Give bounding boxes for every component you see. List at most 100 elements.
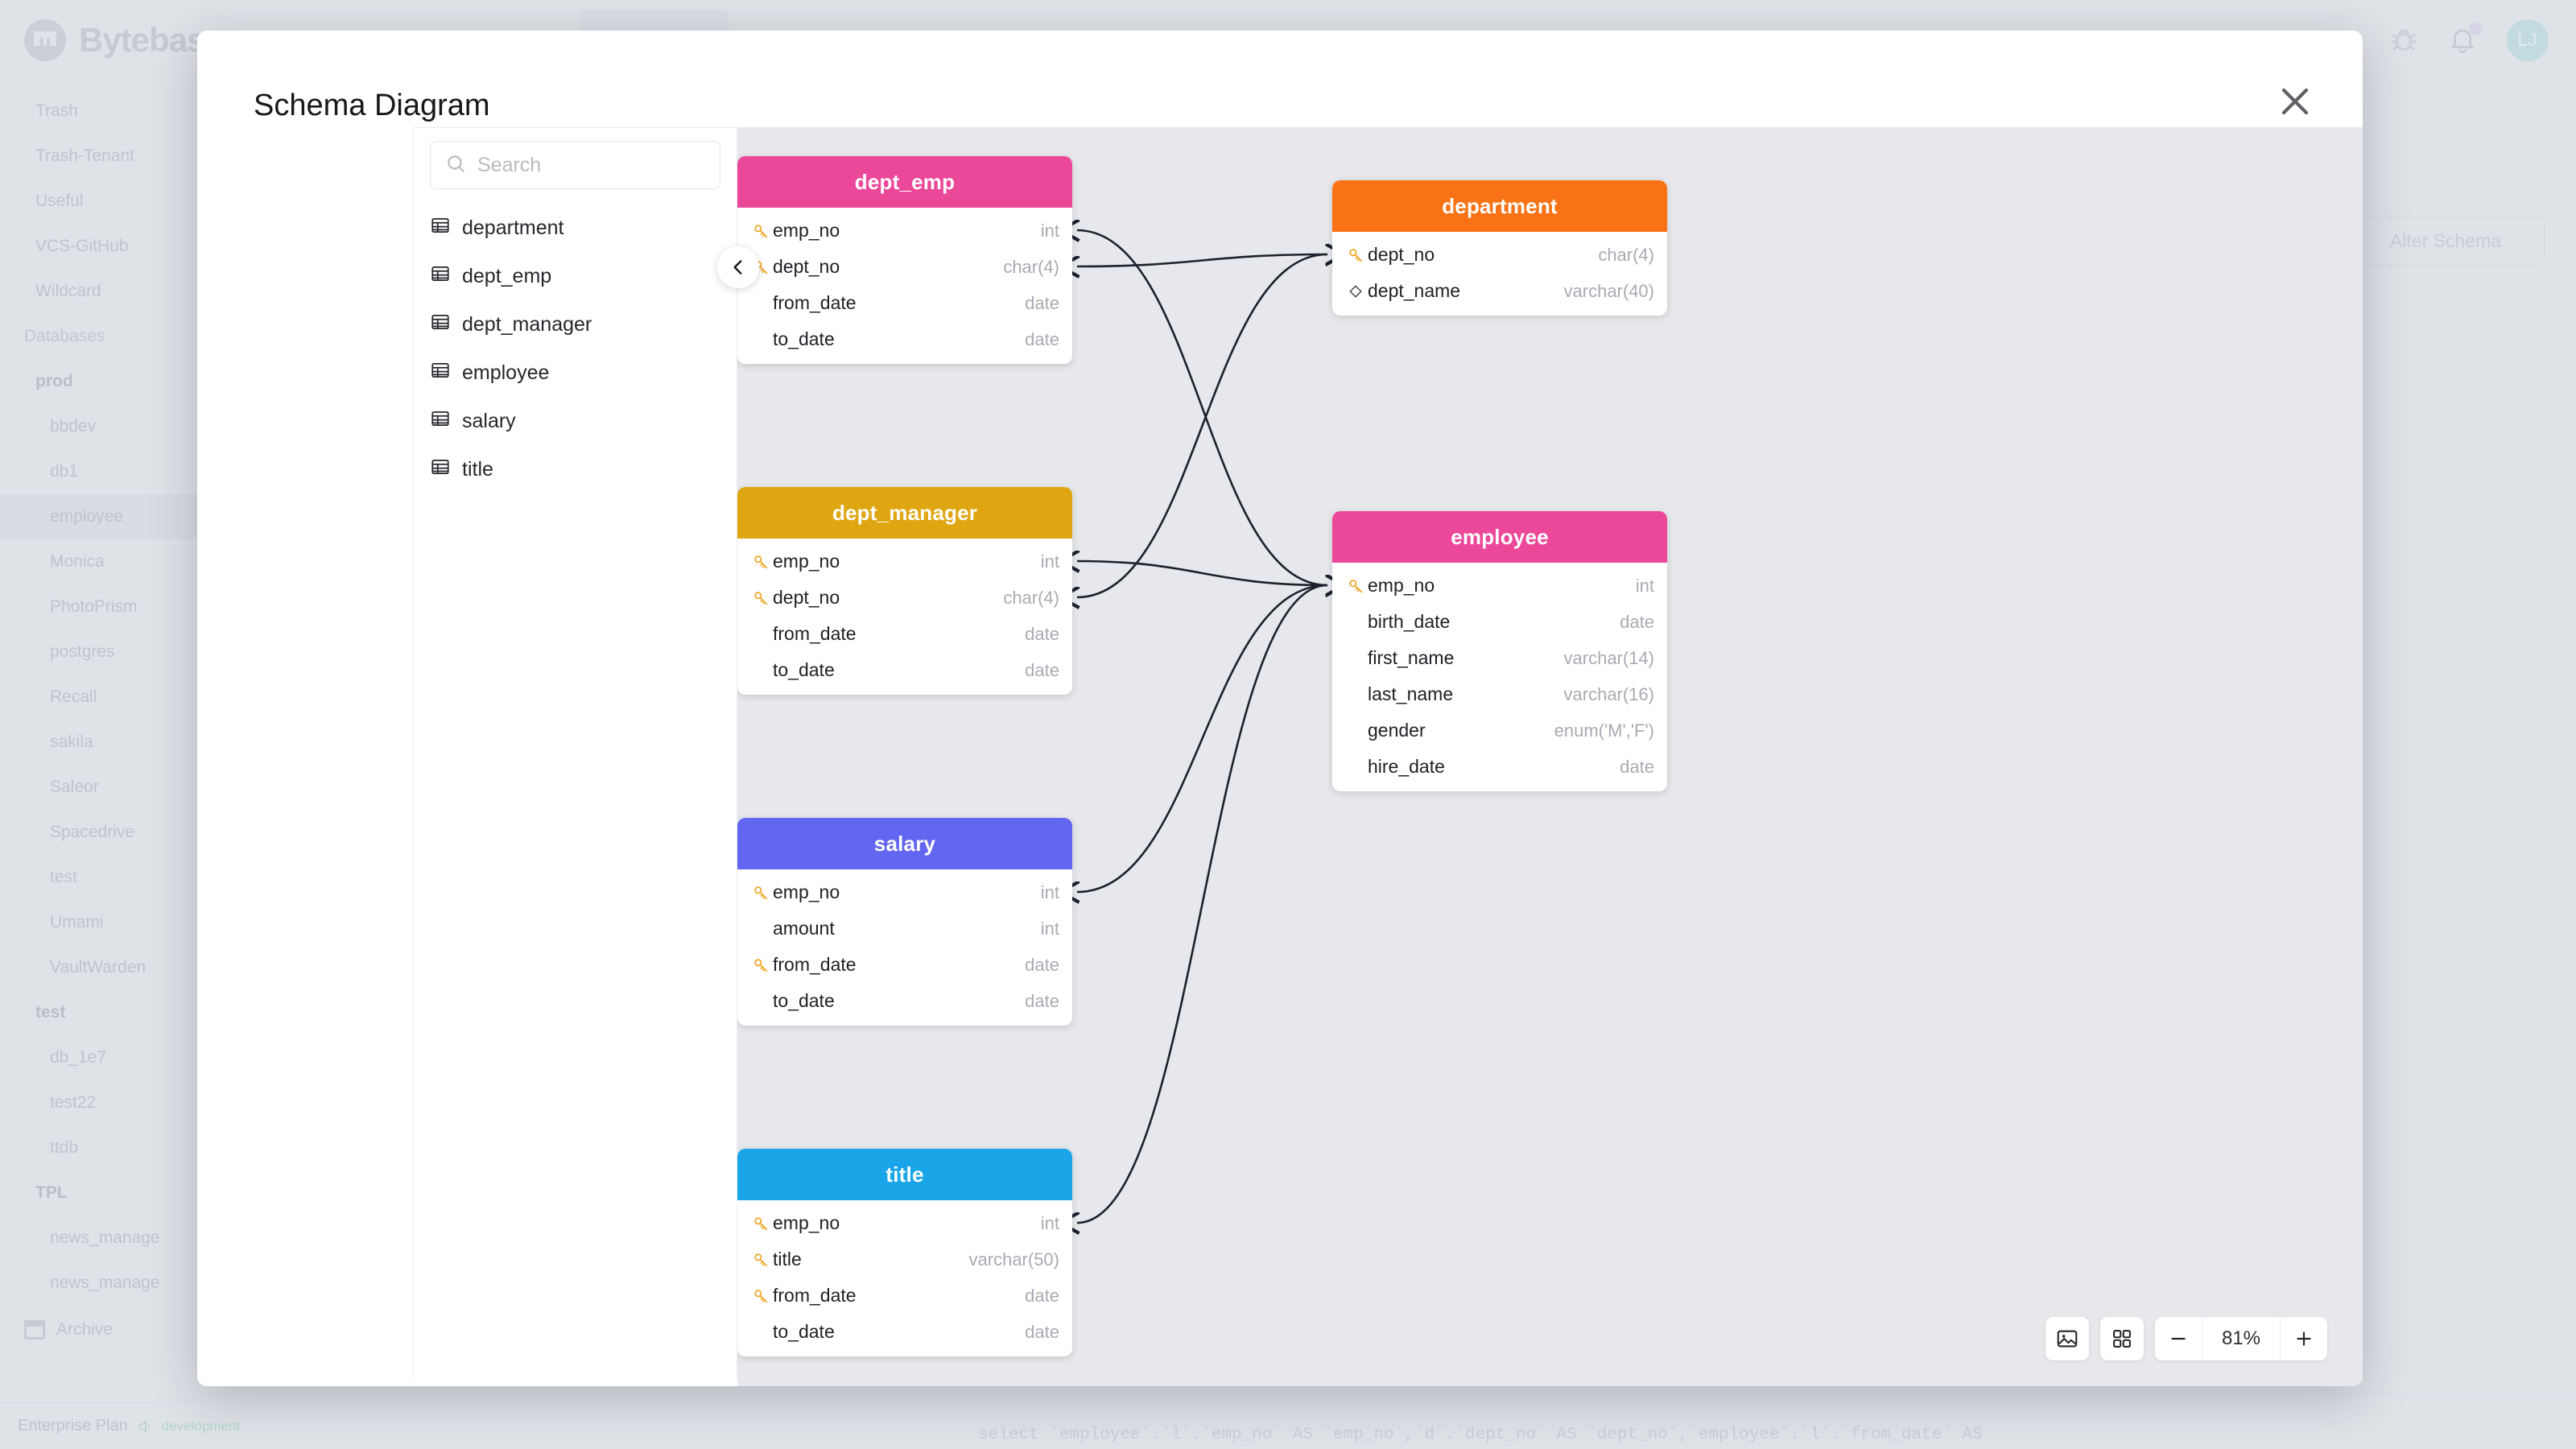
sidebar-item-label: ttdb: [50, 1138, 79, 1157]
sidebar-item-test22[interactable]: test22: [0, 1080, 208, 1125]
primary-key-icon: [749, 1215, 773, 1232]
table-node-title: dept_manager: [737, 487, 1072, 539]
list-item-department[interactable]: department: [414, 204, 737, 252]
sidebar-item-spacedrive[interactable]: Spacedrive: [0, 810, 208, 855]
bug-icon[interactable]: [2388, 24, 2420, 56]
sidebar-item-tpl[interactable]: TPL: [0, 1170, 208, 1216]
sidebar-item-label: Saleor: [50, 778, 99, 796]
brand-logo[interactable]: Bytebase: [0, 19, 224, 61]
sidebar-item-test[interactable]: test: [0, 855, 208, 900]
column-type: int: [1040, 1212, 1059, 1233]
sidebar-item-trash[interactable]: Trash: [0, 89, 208, 134]
sidebar-item-label: db1: [50, 462, 79, 481]
column-type: enum('M','F'): [1554, 720, 1654, 741]
column-name: to_date: [773, 1321, 835, 1342]
search-box[interactable]: [430, 141, 720, 189]
column-name: from_date: [773, 292, 857, 313]
sidebar-item-label: Trash-Tenant: [35, 147, 134, 165]
plan-footer[interactable]: Enterprise Plan development: [0, 1402, 240, 1449]
column-type: int: [1040, 918, 1059, 939]
sidebar-item-bbdev[interactable]: bbdev: [0, 404, 208, 449]
grid-icon[interactable]: [2100, 1317, 2144, 1360]
column-name: hire_date: [1368, 756, 1445, 777]
column-name: from_date: [773, 623, 857, 644]
column-type: char(4): [1003, 587, 1059, 608]
close-icon[interactable]: [2273, 79, 2318, 124]
alter-schema-button[interactable]: Alter Schema: [2346, 216, 2545, 266]
column-name: dept_no: [1368, 244, 1435, 265]
sidebar-item-trash-tenant[interactable]: Trash-Tenant: [0, 134, 208, 179]
schema-diagram-modal: Schema Diagram department dept_emp dept_ma…: [197, 31, 2363, 1386]
sidebar-item-news-manage[interactable]: news_manage: [0, 1261, 208, 1306]
bell-icon[interactable]: [2447, 23, 2482, 56]
minus-icon[interactable]: [2155, 1317, 2202, 1360]
list-item-salary[interactable]: salary: [414, 397, 737, 445]
sidebar-item-db1[interactable]: db1: [0, 449, 208, 494]
edge-dept_emp.dept_no-to-department.dept_no: [1077, 254, 1327, 266]
sidebar-item-prod[interactable]: prod: [0, 359, 208, 404]
sidebar-item-useful[interactable]: Useful: [0, 179, 208, 224]
alter-schema-label: Alter Schema: [2389, 229, 2502, 251]
edge-salary.emp_no-to-employee.emp_no: [1077, 585, 1327, 892]
zoom-level-label[interactable]: 81%: [2202, 1317, 2281, 1360]
plus-icon[interactable]: [2281, 1317, 2327, 1360]
chevron-left-icon[interactable]: [717, 246, 759, 288]
sidebar-item-label: Archive: [56, 1320, 114, 1339]
sidebar-item-databases: Databases: [0, 314, 208, 359]
sidebar-item-monica[interactable]: Monica: [0, 539, 208, 584]
column-type: varchar(50): [968, 1249, 1059, 1269]
column-type: date: [1620, 611, 1654, 632]
list-item-label: title: [462, 457, 493, 481]
list-item-dept_manager[interactable]: dept_manager: [414, 300, 737, 349]
sidebar-item-label: PhotoPrism: [50, 597, 138, 616]
sidebar-item-photoprism[interactable]: PhotoPrism: [0, 584, 208, 630]
sidebar-item-recall[interactable]: Recall: [0, 675, 208, 720]
column-name: emp_no: [773, 551, 840, 572]
list-item-title[interactable]: title: [414, 445, 737, 493]
column-name: last_name: [1368, 683, 1454, 704]
sidebar-item-saleor[interactable]: Saleor: [0, 765, 208, 810]
sidebar-item-sakila[interactable]: sakila: [0, 720, 208, 765]
column-type: char(4): [1003, 256, 1059, 277]
sidebar-item-postgres[interactable]: postgres: [0, 630, 208, 675]
list-item-label: salary: [462, 409, 516, 432]
sidebar-item-db-1e7[interactable]: db_1e7: [0, 1035, 208, 1080]
avatar[interactable]: LJ: [2507, 19, 2549, 61]
sidebar-item-vcs-github[interactable]: VCS-GitHub: [0, 224, 208, 269]
sidebar-item-archive[interactable]: Archive: [0, 1306, 208, 1354]
sidebar-item-wildcard[interactable]: Wildcard: [0, 269, 208, 314]
sidebar-item-ttdb[interactable]: ttdb: [0, 1125, 208, 1170]
list-item-dept_emp[interactable]: dept_emp: [414, 252, 737, 300]
sidebar-item-test[interactable]: test: [0, 990, 208, 1035]
list-item-label: employee: [462, 361, 550, 384]
column-name: from_date: [773, 954, 857, 975]
search-input[interactable]: [477, 153, 705, 177]
sidebar-item-vaultwarden[interactable]: VaultWarden: [0, 945, 208, 990]
sidebar-item-news-manage[interactable]: news_manage: [0, 1216, 208, 1261]
image-icon[interactable]: [2046, 1317, 2089, 1360]
speaker-icon: [136, 1418, 154, 1435]
sidebar-item-employee[interactable]: employee: [0, 494, 208, 539]
sidebar-item-umami[interactable]: Umami: [0, 900, 208, 945]
column-name: to_date: [773, 328, 835, 349]
list-item-employee[interactable]: employee: [414, 349, 737, 397]
page-title: Schema Diagram: [254, 89, 490, 122]
column-name: dept_name: [1368, 280, 1461, 301]
table-list-panel: department dept_emp dept_manager employee sa…: [413, 127, 737, 1379]
list-item-label: dept_emp: [462, 264, 552, 287]
